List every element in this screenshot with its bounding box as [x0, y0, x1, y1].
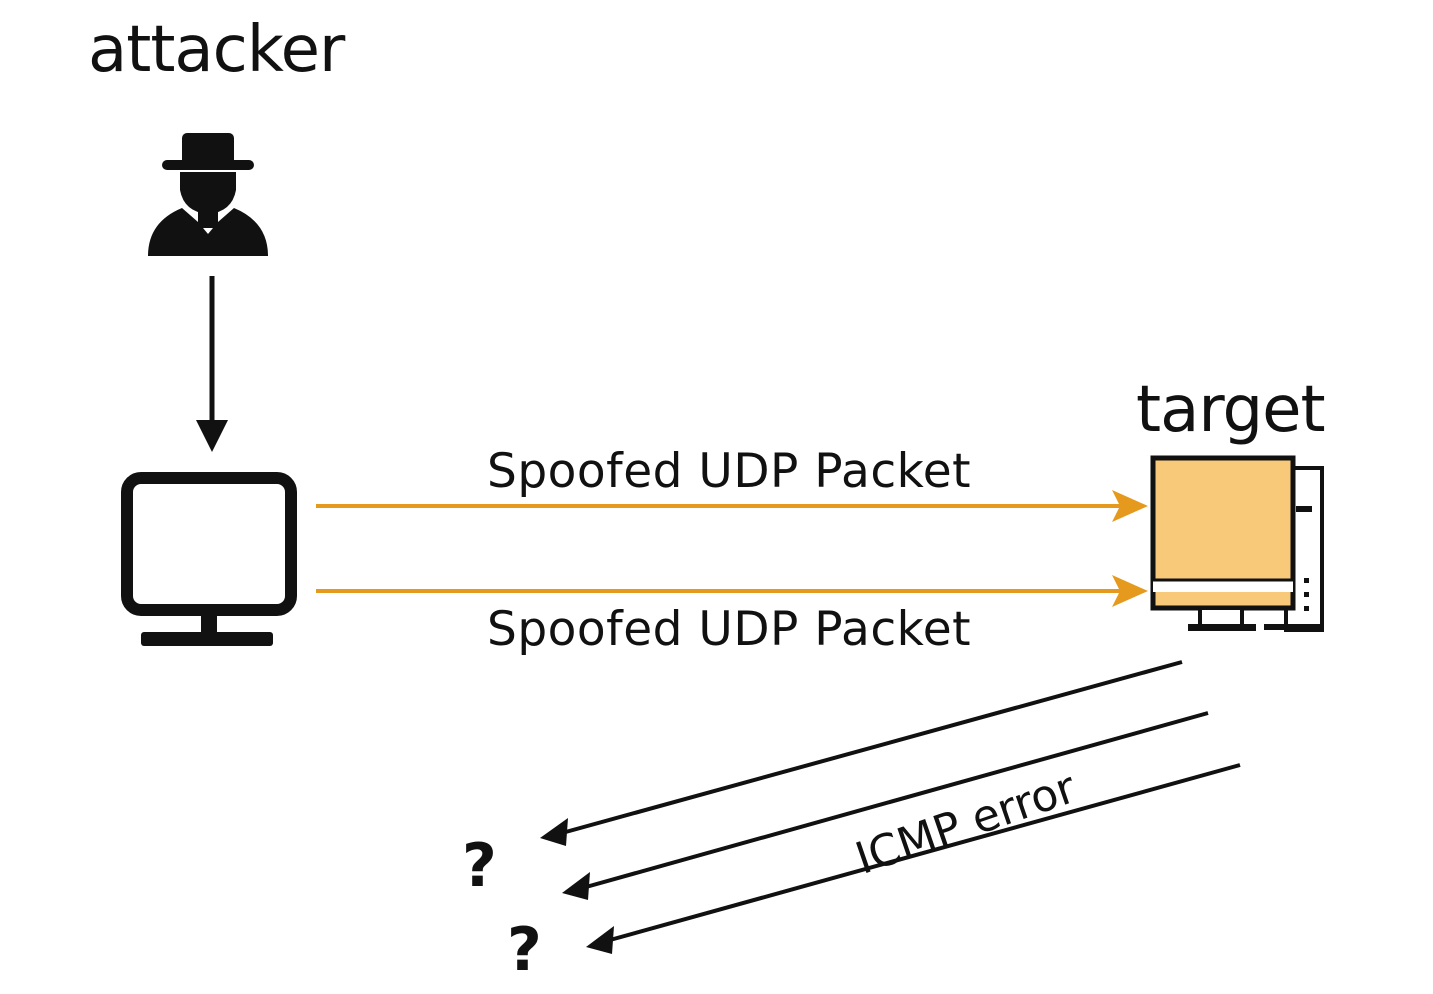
- monitor-icon: [121, 472, 297, 646]
- spoofed-udp-label-2: Spoofed UDP Packet: [487, 602, 972, 657]
- spoofed-udp-label-1: Spoofed UDP Packet: [487, 444, 972, 499]
- hacker-icon: [148, 133, 268, 256]
- edge-spoofed-udp-1: [316, 490, 1148, 522]
- attacker-label: attacker: [88, 13, 345, 87]
- edge-attacker-to-host: [196, 276, 228, 452]
- edge-icmp-return-2: [562, 711, 1209, 900]
- edge-icmp-return-1: [540, 660, 1183, 846]
- edge-spoofed-udp-2: [316, 575, 1148, 607]
- target-label: target: [1136, 373, 1326, 447]
- unknown-destination-mark-1: ?: [462, 831, 497, 901]
- edge-icmp-return-3: [586, 763, 1241, 954]
- desktop-computer-icon: [1150, 455, 1324, 632]
- unknown-destination-mark-2: ?: [507, 915, 542, 985]
